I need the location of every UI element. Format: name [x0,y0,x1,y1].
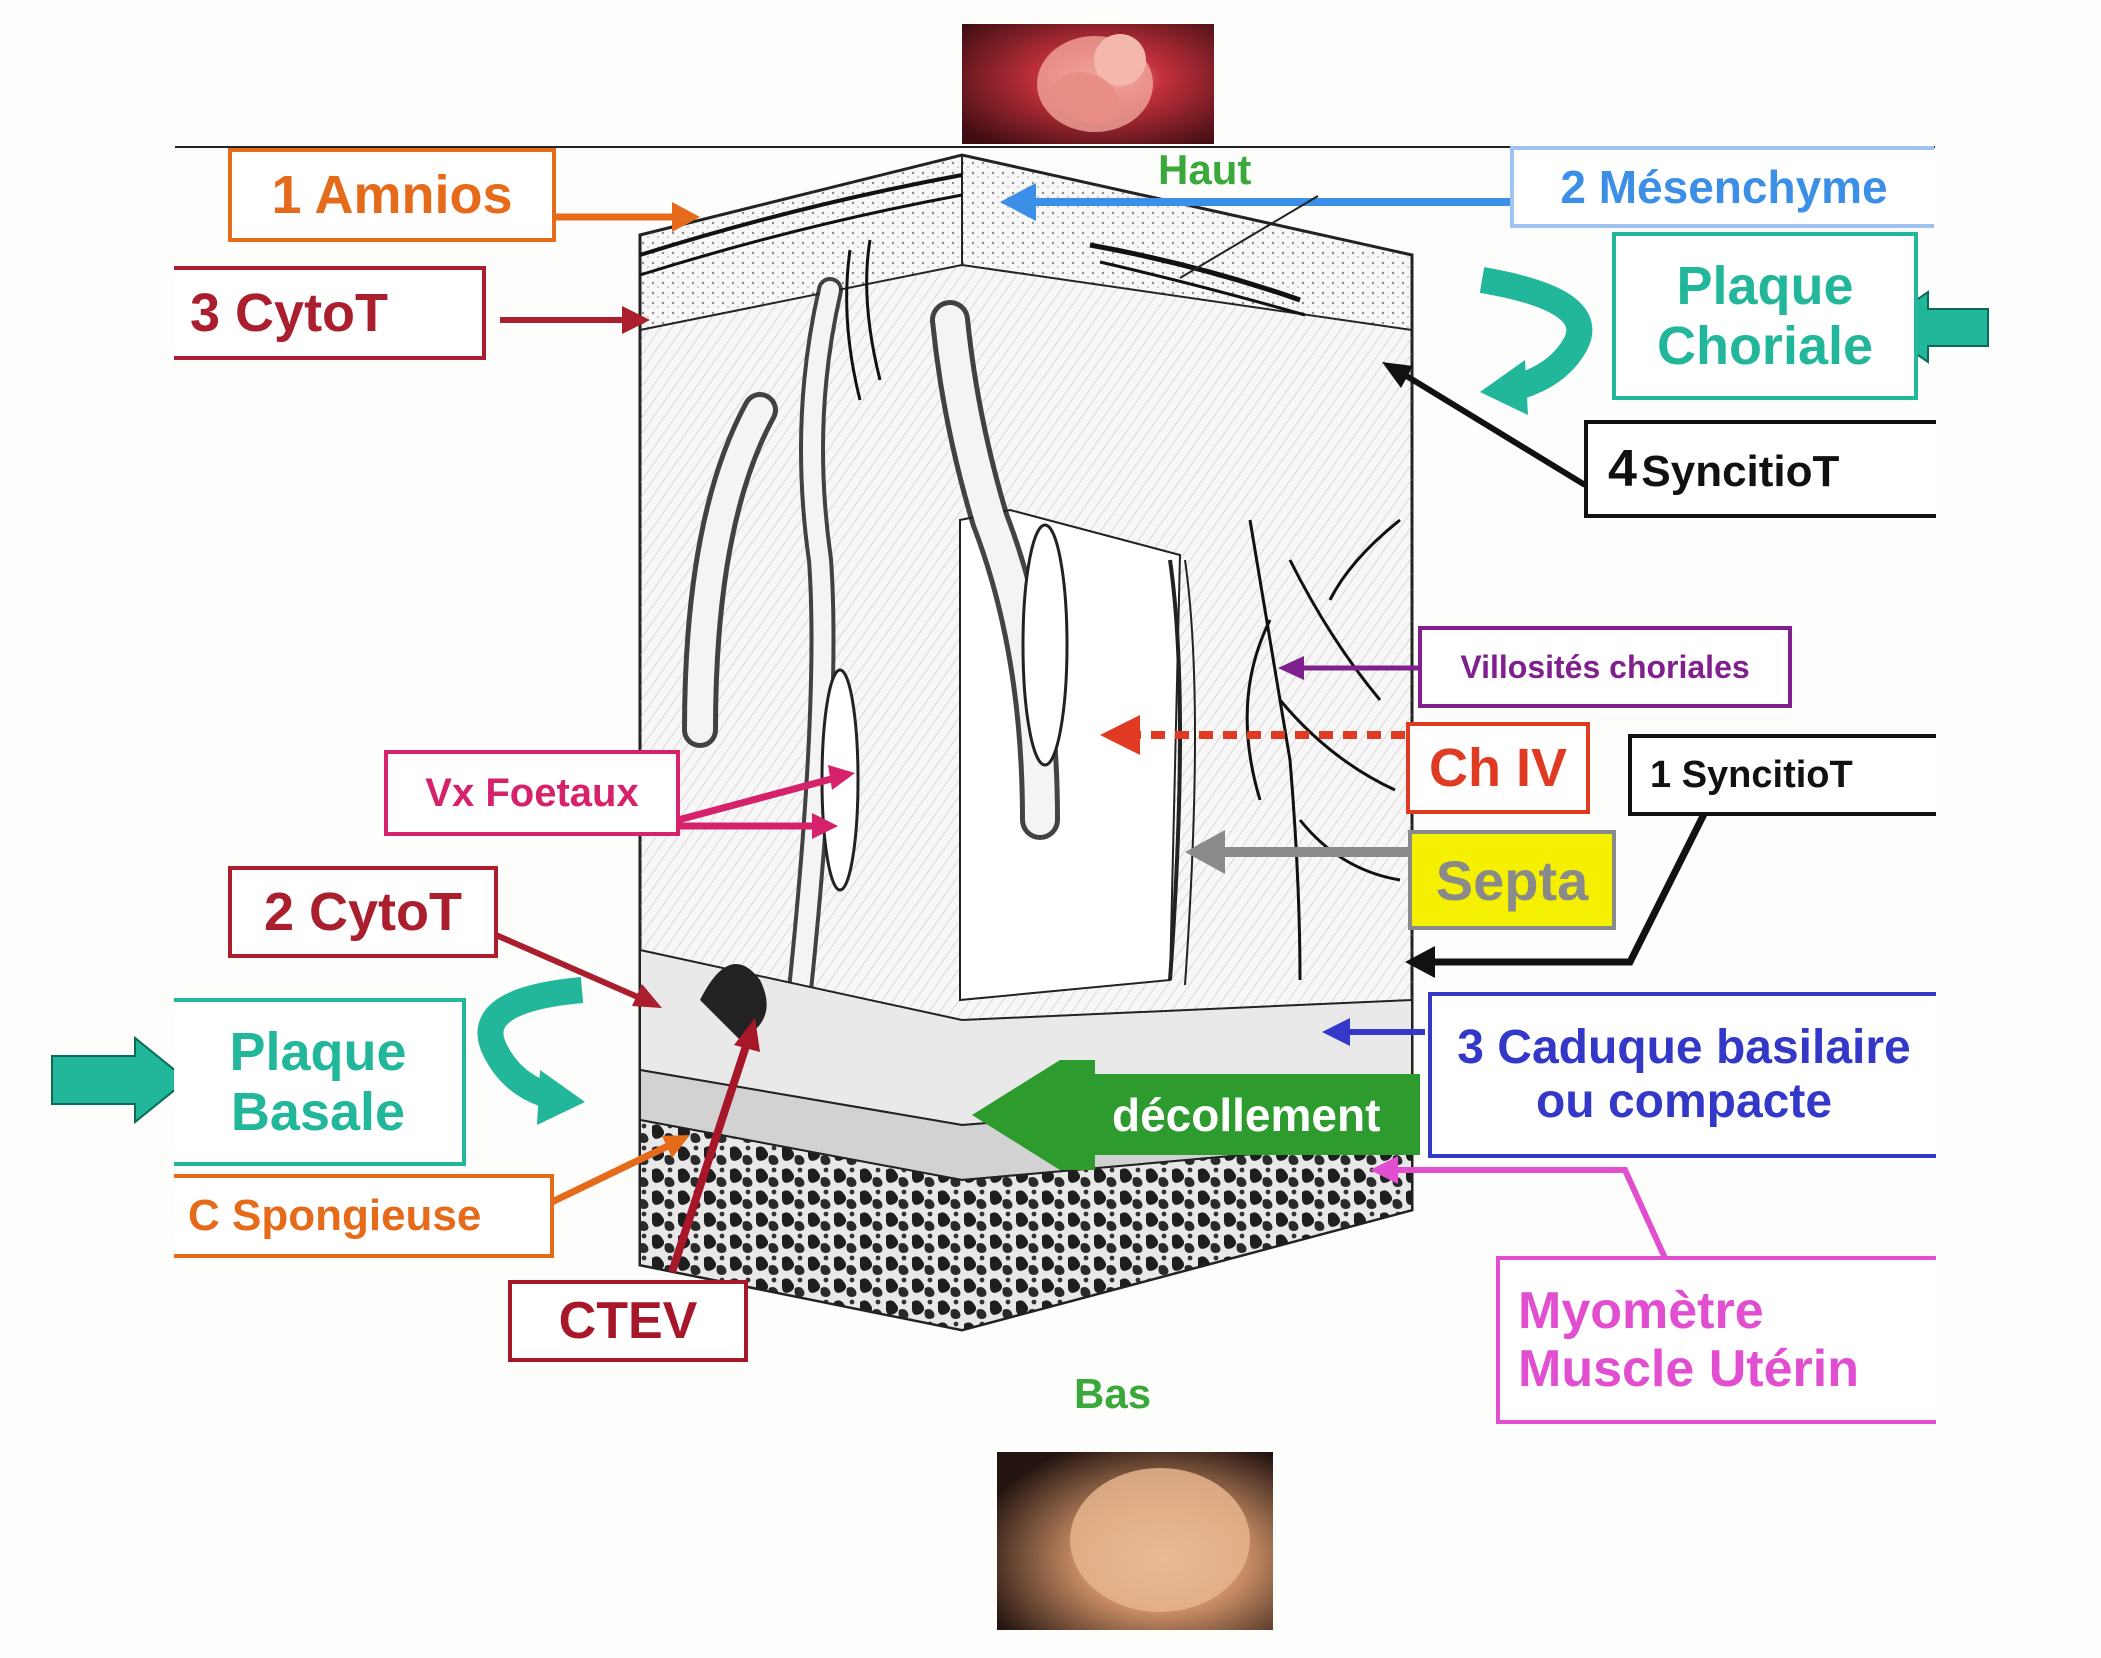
fetus-photo-icon [962,24,1214,144]
caduque-line1: 3 Caduque basilaire [1457,1021,1911,1075]
syncitio4-arrow [1382,362,1587,488]
plaque-basale-label: Plaque Basale [174,998,466,1166]
decollement-label: décollement [1112,1089,1381,1141]
haut-pointer [1179,195,1319,279]
ctev-arrow [668,1018,760,1274]
placenta-block [638,153,1414,1332]
caduque-basilaire-label: 3 Caduque basilaire ou compacte [1428,992,1936,1158]
bas-label: Bas [1074,1370,1152,1417]
amnios-label: 1 Amnios [228,148,556,242]
amnios-arrow [555,202,700,232]
villosites-choriales-label: Villosités choriales [1418,626,1792,708]
septa-label: Septa [1408,830,1616,930]
syncitio1-label: 1 SyncitioT [1628,734,1936,816]
plaque-choriale-curved-arrow [1479,267,1593,415]
plaque-basale-line2: Basale [230,1082,406,1142]
cytot2-label: 2 CytoT [228,866,498,958]
plaque-choriale-label: Plaque Choriale [1612,232,1918,400]
villosites-arrow [1278,656,1418,680]
caduque-arrow [1322,1018,1425,1046]
mesenchyme-arrow [1000,183,1510,221]
ctev-label: CTEV [508,1280,748,1362]
plaque-basale-side-arrow [51,1035,189,1125]
mesenchyme-label: 2 Mésenchyme [1510,146,1934,228]
syncitio4-label: 4 SyncitioT [1584,420,1936,518]
vx-foetaux-label: Vx Foetaux [384,750,680,836]
myometre-line1: Myomètre [1518,1281,1764,1340]
plaque-basale-line1: Plaque [229,1021,407,1082]
cytot3-arrow [500,306,650,334]
pregnant-belly-photo-icon [997,1452,1273,1630]
c-spongieuse-label: C Spongieuse [174,1174,554,1258]
plaque-choriale-line1: Plaque [1676,255,1854,316]
syncitio4-text: SyncitioT [1641,447,1840,496]
caduque-line2: ou compacte [1535,1075,1833,1128]
plaque-basale-curved-arrow [477,977,585,1125]
chiv-arrow [1100,715,1405,755]
myometre-pointer [1370,1156,1668,1260]
septa-arrow [1185,830,1410,874]
decollement-arrow [972,1060,1420,1170]
cytot3-label: 3 CytoT [174,266,486,360]
plaque-choriale-line2: Choriale [1656,316,1874,376]
vx-foetaux-arrows [677,765,855,839]
myometre-label: Myomètre Muscle Utérin [1496,1256,1936,1424]
chiv-label: Ch IV [1406,722,1590,814]
myometre-line2: Muscle Utérin [1518,1340,1859,1398]
syncitio4-number: 4 [1608,440,1637,498]
syncitio1-arrow [1405,810,1709,978]
cytot2-arrow [494,932,662,1008]
haut-label: Haut [1158,146,1252,193]
